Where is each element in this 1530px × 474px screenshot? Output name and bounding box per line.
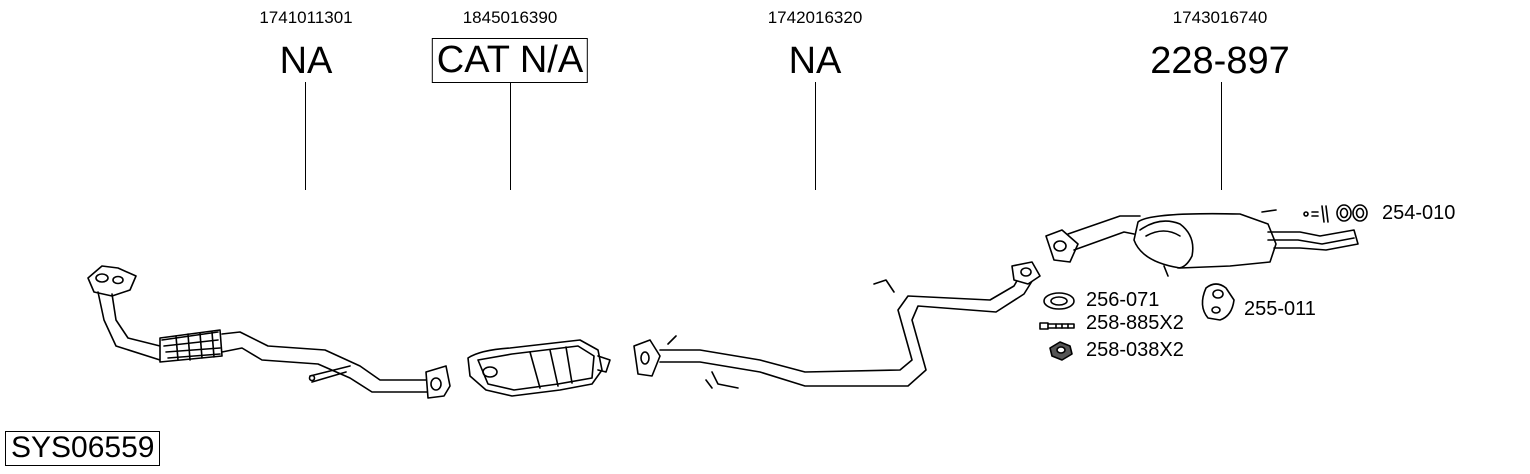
- centre-pipe-drawing[interactable]: [633, 261, 1041, 389]
- rubber-hanger-drawing[interactable]: [1201, 283, 1235, 321]
- gasket-drawing[interactable]: [1043, 292, 1075, 310]
- bolt-drawing[interactable]: [1039, 322, 1075, 330]
- part-label-clamp[interactable]: 254-010: [1382, 202, 1456, 224]
- clamp-set-drawing[interactable]: [1303, 204, 1368, 223]
- oem-number-front-pipe: 1741011301: [259, 8, 353, 27]
- part-code-catalyst[interactable]: CAT N/A: [431, 38, 589, 83]
- rear-silencer-drawing[interactable]: [1045, 209, 1359, 277]
- leader-line-catalyst: [510, 82, 511, 190]
- part-label-nut[interactable]: 258-038X2: [1086, 339, 1184, 361]
- leader-line-rear-silencer: [1221, 82, 1222, 190]
- front-pipe-drawing[interactable]: [87, 265, 451, 399]
- part-label-bolt[interactable]: 258-885X2: [1086, 312, 1184, 334]
- oem-number-centre-pipe: 1742016320: [767, 8, 863, 27]
- leader-line-centre-pipe: [815, 82, 816, 190]
- oem-number-catalyst: 1845016390: [462, 8, 558, 27]
- catalyst-drawing[interactable]: [467, 339, 611, 397]
- leader-line-front-pipe: [305, 82, 306, 190]
- part-code-front-pipe[interactable]: NA: [279, 40, 333, 82]
- part-code-centre-pipe[interactable]: NA: [788, 40, 842, 82]
- part-label-gasket[interactable]: 256-071: [1086, 289, 1160, 311]
- part-label-hanger[interactable]: 255-011: [1244, 298, 1316, 320]
- oem-number-rear-silencer: 1743016740: [1172, 8, 1268, 27]
- system-id: SYS06559: [5, 431, 161, 466]
- part-code-rear-silencer[interactable]: 228-897: [1150, 40, 1290, 82]
- nut-drawing[interactable]: [1049, 341, 1073, 361]
